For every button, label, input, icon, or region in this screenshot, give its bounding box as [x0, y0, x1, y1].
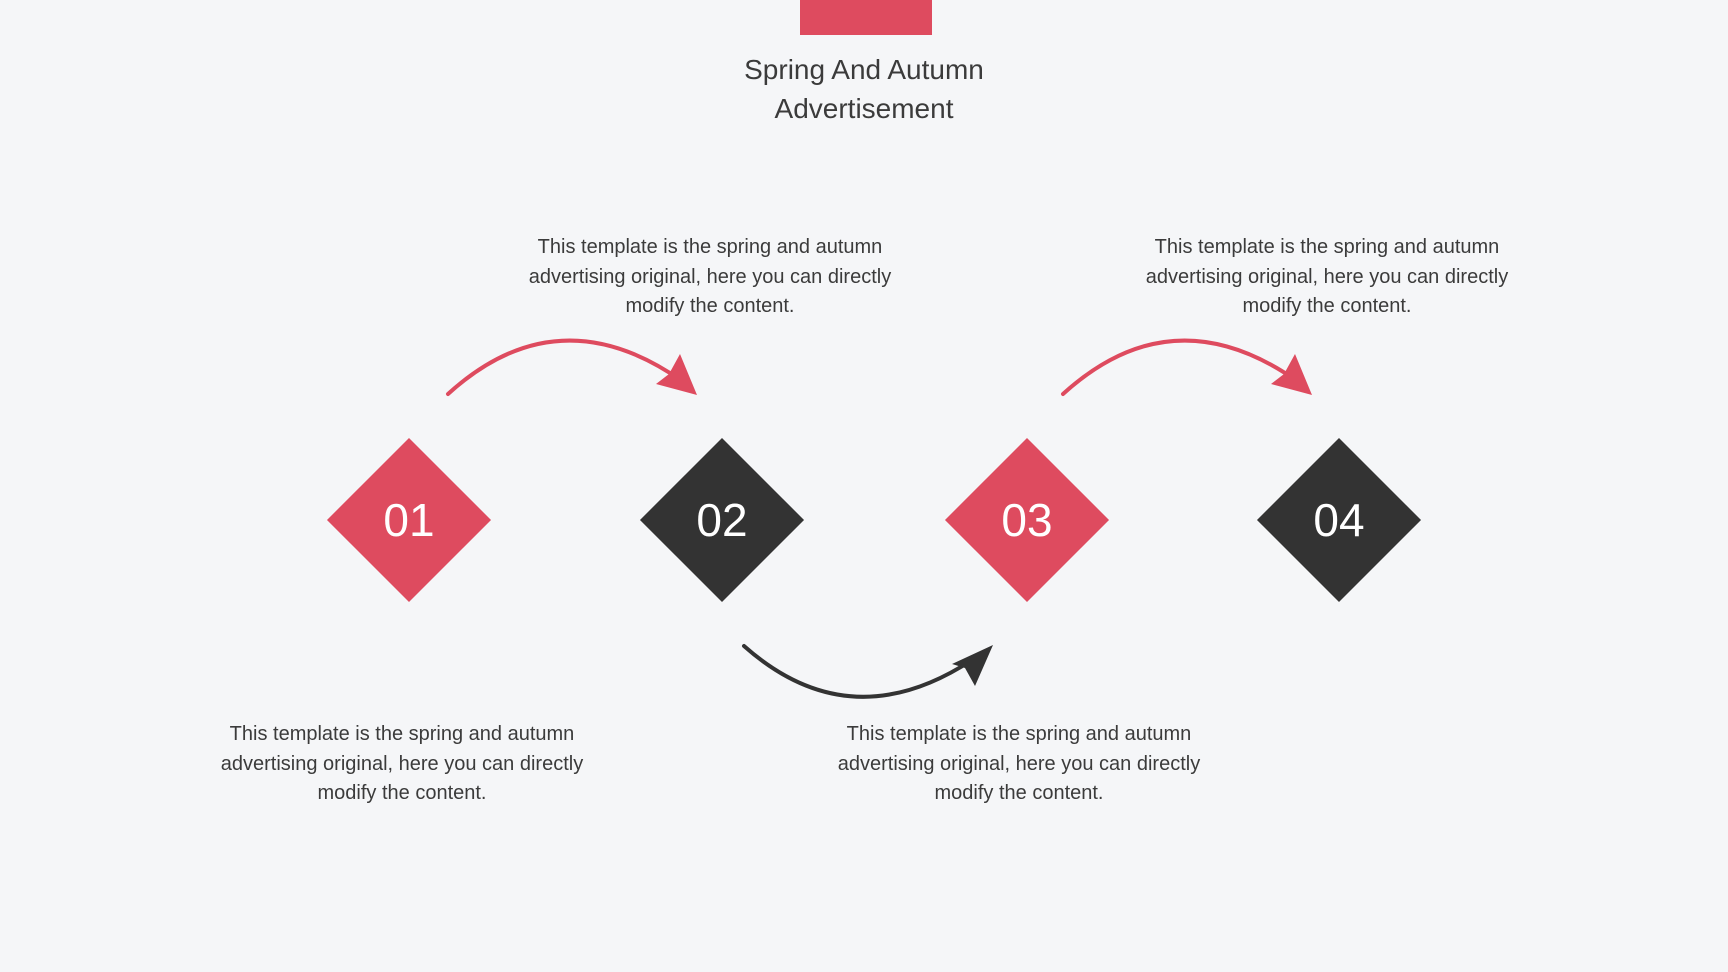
- arrowhead-icon: [1271, 354, 1312, 395]
- arrowhead-icon: [656, 354, 697, 395]
- top-accent-bar: [800, 0, 932, 35]
- step-3-number: 03: [1001, 494, 1053, 546]
- curved-arrow-icon: [1061, 338, 1299, 396]
- step-1-number: 01: [383, 494, 435, 546]
- step-1-description: This template is the spring and autumn a…: [220, 723, 584, 804]
- arrow-1-to-2: [446, 338, 697, 396]
- step-2-number: 02: [696, 494, 748, 546]
- curved-arrow-icon: [742, 644, 974, 699]
- arrow-2-to-3: [742, 644, 993, 699]
- page-title: Spring And Autumn Advertisement: [744, 54, 984, 124]
- step-2-description: This template is the spring and autumn a…: [528, 236, 892, 317]
- step-4-number: 04: [1313, 494, 1365, 546]
- curved-arrow-icon: [446, 338, 684, 396]
- arrowhead-icon: [952, 645, 993, 686]
- step-3-description: This template is the spring and autumn a…: [837, 723, 1201, 804]
- step-4-description: This template is the spring and autumn a…: [1145, 236, 1509, 317]
- arrow-3-to-4: [1061, 338, 1312, 396]
